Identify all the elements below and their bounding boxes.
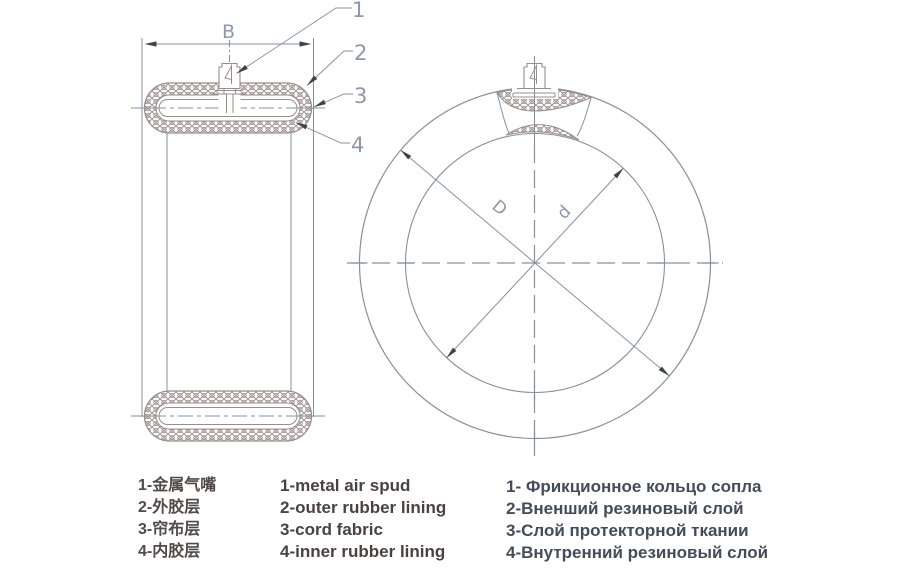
valve-core-flag: [529, 65, 537, 81]
outer-diameter-label: D: [488, 196, 511, 220]
patch-side-curves: [496, 92, 592, 137]
callout-arrowheads: [236, 64, 326, 130]
callout-numbers: 1 2 3 4: [351, 0, 367, 157]
valve-core-flag: [224, 65, 232, 81]
callout-3-label: 3: [354, 84, 367, 108]
inner-rubber-lens: [505, 124, 580, 141]
callout-4-label: 4: [351, 133, 364, 157]
dimension-arrow: [299, 41, 312, 47]
callout-1-label: 1: [352, 0, 365, 22]
center-lines: [347, 145, 723, 456]
callout-2-label: 2: [354, 41, 367, 65]
tube-ring-front-view: D d: [347, 56, 723, 456]
valve-stem-icon: [213, 40, 246, 113]
valve-stem-front-icon: [512, 56, 558, 145]
width-dimension-label: B: [222, 21, 235, 43]
bottom-tube-section: [131, 390, 325, 442]
dimension-B: B: [144, 21, 312, 47]
callout-leaders: [236, 7, 353, 144]
inner-diameter-label: d: [553, 202, 575, 224]
dimension-arrow: [144, 41, 157, 47]
extension-lines: [141, 38, 314, 417]
tube-side-cross-section: B 1 2 3 4: [131, 0, 367, 442]
